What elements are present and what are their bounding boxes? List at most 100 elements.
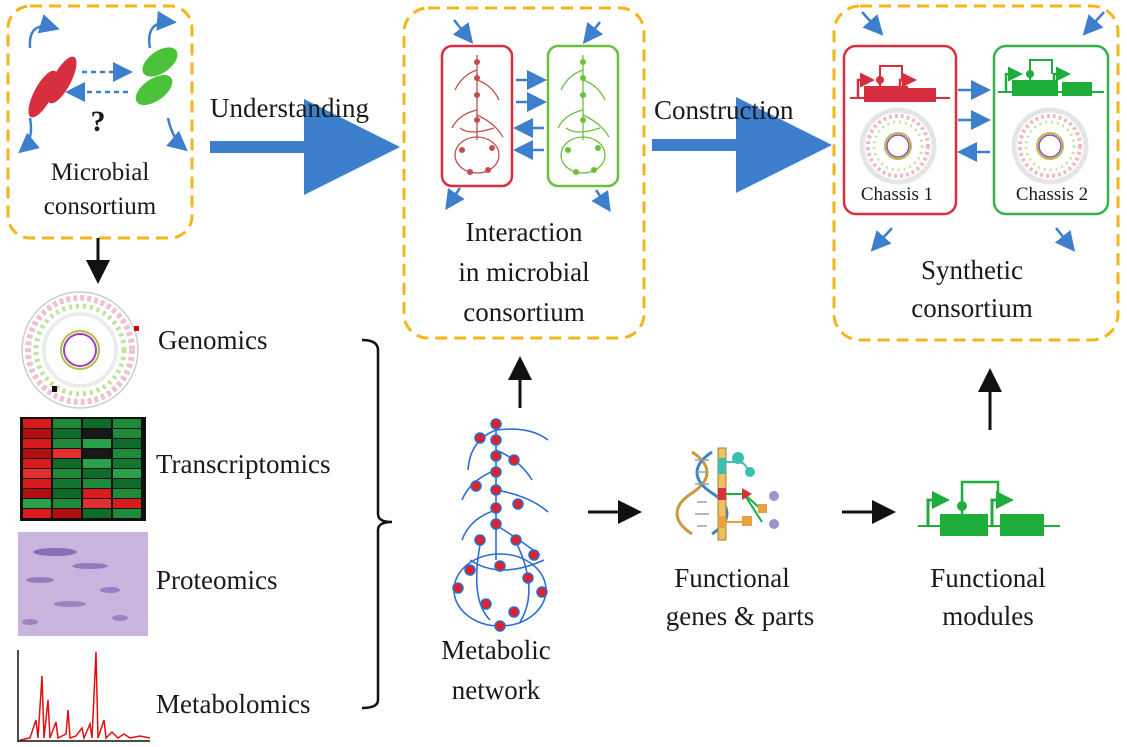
network-node: [490, 418, 502, 430]
network-node: [490, 450, 502, 462]
functional-module-icon: [918, 480, 1060, 536]
network-node: [494, 620, 506, 632]
heatmap-cell: [23, 459, 51, 468]
network-node: [464, 564, 476, 576]
network-node: [510, 534, 522, 546]
functional-genes-label-2: genes & parts: [665, 601, 815, 631]
network-node: [490, 434, 502, 446]
heatmap-cell: [113, 479, 141, 488]
metabolic-network-nodes: [452, 418, 548, 632]
heatmap-cell: [23, 479, 51, 488]
proteomics-label: Proteomics: [156, 565, 278, 595]
metabolic-network-label-2: network: [451, 675, 541, 705]
interaction-label-2: in microbial: [458, 257, 590, 287]
green-microbe-icon: [135, 47, 178, 106]
heatmap-cell: [53, 459, 81, 468]
heatmap-cells: [23, 419, 141, 518]
heatmap-cell: [53, 439, 81, 448]
microbial-consortium-box: [6, 4, 194, 240]
functional-genes-label-1: Functional: [674, 563, 790, 593]
heatmap-cell: [113, 419, 141, 428]
microbial-consortium-label-1: Microbial: [50, 159, 150, 186]
microbe-flux-arrows: [18, 10, 188, 154]
genome-map-icon: [21, 291, 139, 409]
network-node: [474, 534, 486, 546]
heatmap-cell: [83, 429, 111, 438]
metabolomics-label: Metabolomics: [156, 689, 311, 719]
heatmap-cell: [113, 489, 141, 498]
heatmap-cell: [113, 459, 141, 468]
exchange-arrows: [445, 19, 611, 213]
heatmap-cell: [53, 489, 81, 498]
gene-parts-icon: [717, 447, 779, 541]
heatmap-cell: [83, 499, 111, 508]
network-node: [490, 466, 502, 478]
functional-modules-label-1: Functional: [930, 563, 1046, 593]
red-network-nodes: [459, 59, 495, 175]
metabolic-network-label-1: Metabolic: [441, 635, 551, 665]
chassis-exchange-arrows: [861, 11, 1105, 252]
heatmap-cell: [83, 509, 111, 518]
understanding-label: Understanding: [210, 93, 369, 123]
heatmap-cell: [23, 469, 51, 478]
network-node: [490, 502, 502, 514]
heatmap-cell: [53, 469, 81, 478]
heatmap-cell: [83, 439, 111, 448]
red-network-icon: [451, 55, 504, 174]
interaction-box: [402, 6, 646, 340]
network-node: [480, 598, 492, 610]
heatmap-cell: [23, 429, 51, 438]
chassis2-module-icon: [998, 59, 1104, 96]
network-node: [452, 582, 464, 594]
network-node: [536, 586, 548, 598]
heatmap-cell: [113, 429, 141, 438]
network-node: [522, 572, 534, 584]
network-node: [470, 480, 482, 492]
red-microbe-icon: [28, 56, 77, 118]
metabolomics-spectrum: [17, 650, 151, 742]
network-node: [474, 432, 486, 444]
interaction-label-3: consortium: [463, 297, 585, 327]
network-node: [512, 498, 524, 510]
heatmap-cell: [113, 509, 141, 518]
genomics-label: Genomics: [158, 325, 268, 355]
network-node: [490, 484, 502, 496]
proteomics-gel-image: [18, 532, 148, 636]
chassis1-label: Chassis 1: [860, 184, 934, 205]
heatmap-cell: [23, 489, 51, 498]
synthetic-consortium-label-1: Synthetic: [921, 255, 1023, 285]
microbial-consortium-label-2: consortium: [43, 193, 157, 220]
network-node: [508, 606, 520, 618]
chassis2-label: Chassis 2: [1015, 184, 1089, 205]
heatmap-cell: [53, 479, 81, 488]
heatmap-cell: [53, 509, 81, 518]
synthetic-consortium-label-2: consortium: [911, 293, 1033, 323]
green-network-nodes: [565, 59, 601, 175]
unknown-interaction-mark: ?: [90, 105, 106, 138]
heatmap-cell: [23, 439, 51, 448]
functional-modules-label-2: modules: [942, 601, 1034, 631]
transcriptomics-label: Transcriptomics: [156, 449, 331, 479]
heatmap-cell: [53, 499, 81, 508]
heatmap-cell: [53, 449, 81, 458]
network-node: [528, 549, 540, 561]
heatmap-cell: [53, 419, 81, 428]
heatmap-cell: [83, 459, 111, 468]
network-node: [508, 454, 520, 466]
construction-label: Construction: [654, 95, 794, 125]
heatmap-cell: [113, 469, 141, 478]
heatmap-cell: [113, 449, 141, 458]
chassis1-genome-icon: [859, 107, 937, 185]
chassis1-module-icon: [850, 65, 950, 102]
heatmap-cell: [83, 489, 111, 498]
network-node: [494, 560, 506, 572]
heatmap-cell: [83, 479, 111, 488]
heatmap-cell: [23, 499, 51, 508]
heatmap-cell: [83, 419, 111, 428]
heatmap-cell: [83, 469, 111, 478]
heatmap-cell: [23, 509, 51, 518]
interaction-label-1: Interaction: [465, 217, 583, 247]
heatmap-cell: [23, 449, 51, 458]
omics-bracket: [361, 338, 393, 710]
